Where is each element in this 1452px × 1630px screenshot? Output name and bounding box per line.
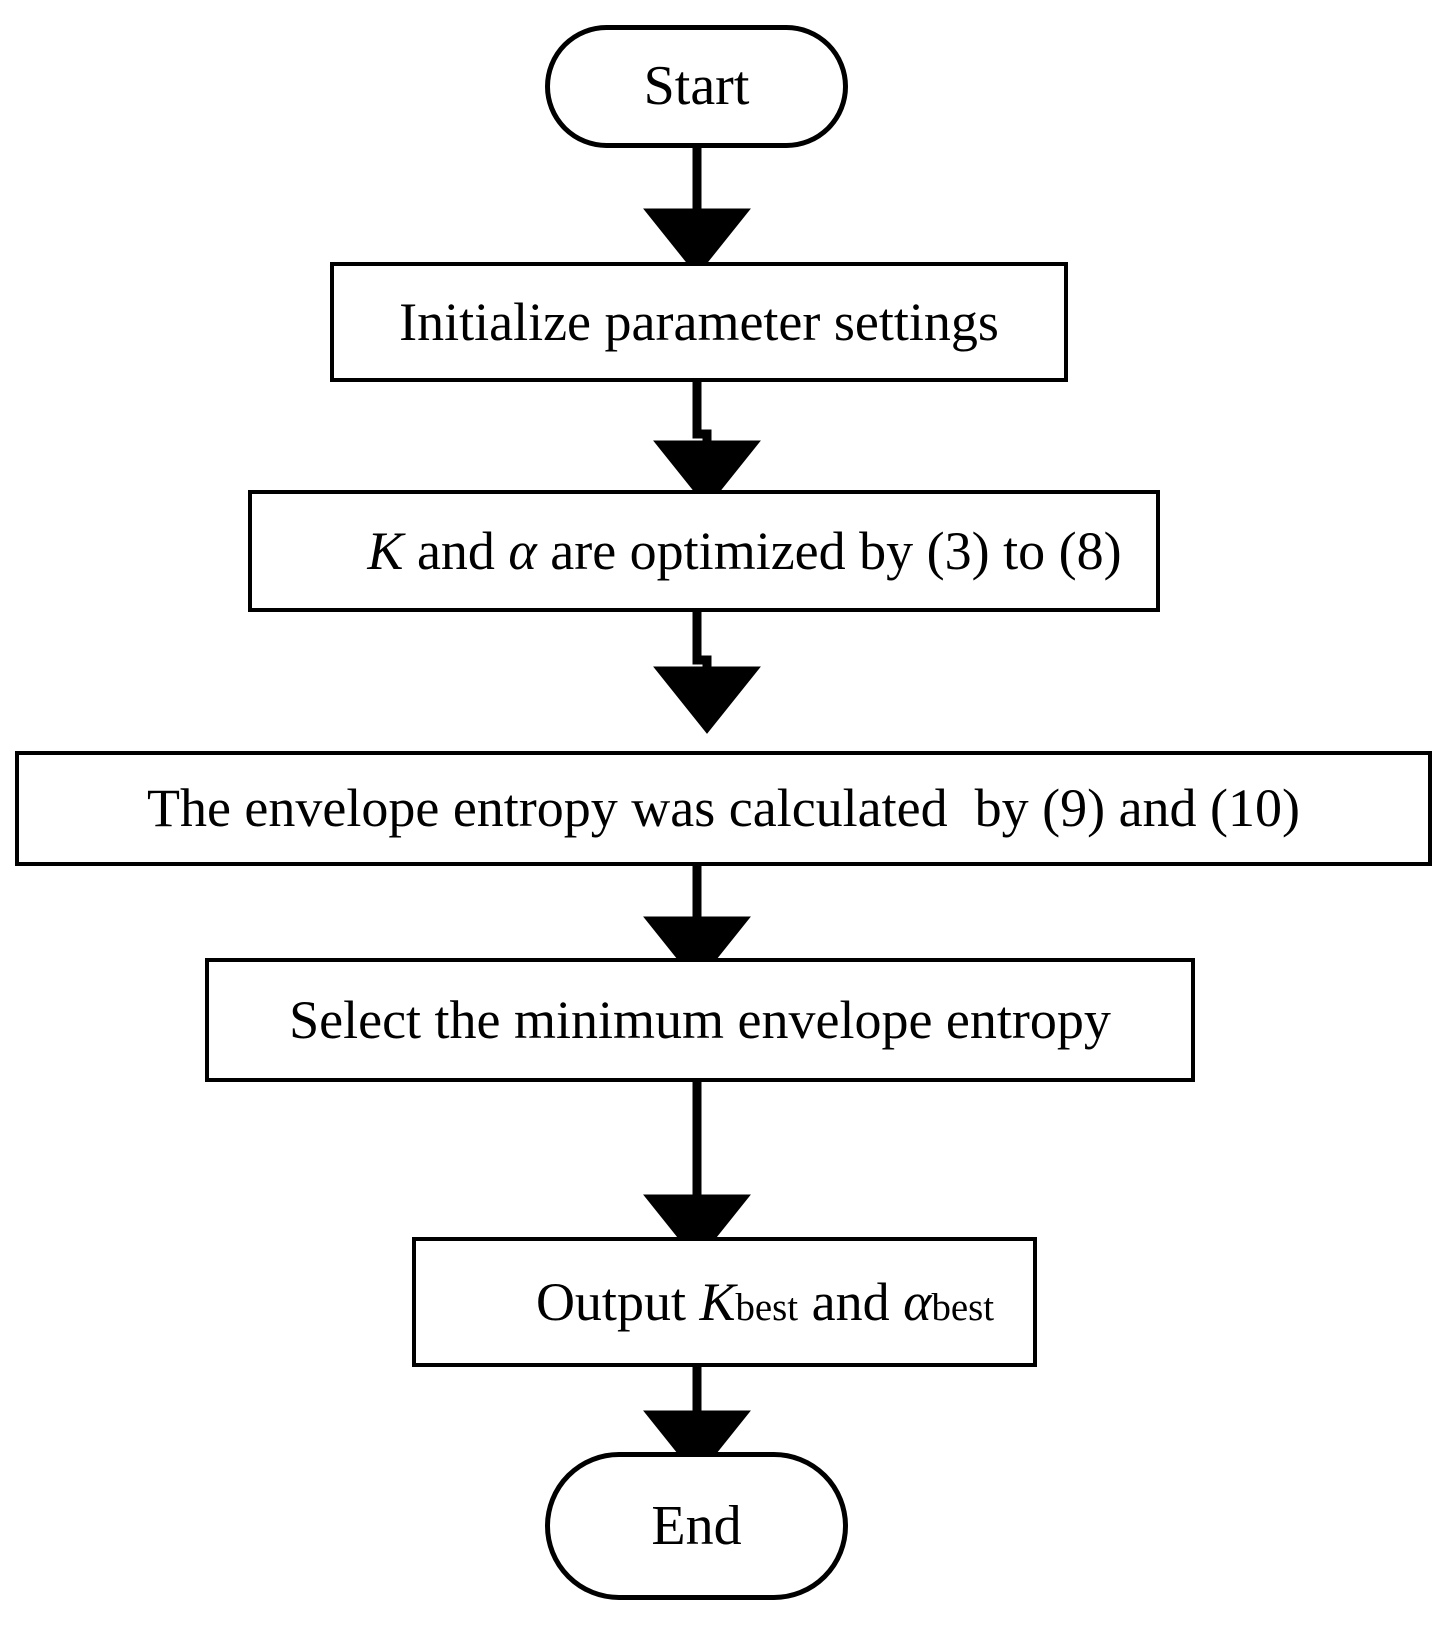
node-start[interactable]: Start: [545, 25, 848, 148]
node-select-min-label: Select the minimum envelope entropy: [289, 989, 1111, 1050]
symbol-k: K: [367, 520, 404, 581]
node-end-label: End: [651, 1494, 742, 1557]
node-end[interactable]: End: [545, 1452, 848, 1600]
node-output-best-parameters[interactable]: Output Kbest and αbest: [412, 1237, 1037, 1367]
symbol-alpha-best: α: [903, 1271, 932, 1332]
node-output-label: Output Kbest and αbest: [445, 1217, 1004, 1387]
edge-initialize-optimize: [653, 382, 761, 508]
node-optimize-k-alpha[interactable]: K and α are optimized by (3) to (8): [248, 490, 1160, 612]
subscript-best-k: best: [735, 1285, 799, 1329]
node-envelope-entropy-calculated[interactable]: The envelope entropy was calculated by (…: [15, 751, 1432, 866]
node-optimize-label: K and α are optimized by (3) to (8): [276, 466, 1131, 636]
output-text-2: and: [798, 1271, 904, 1332]
symbol-alpha: α: [508, 520, 537, 581]
node-select-minimum-envelope-entropy[interactable]: Select the minimum envelope entropy: [205, 958, 1195, 1082]
symbol-k-best: K: [699, 1271, 736, 1332]
node-entropy-label: The envelope entropy was calculated by (…: [146, 778, 1301, 839]
optimize-text-1: and: [403, 520, 509, 581]
node-initialize-label: Initialize parameter settings: [399, 291, 999, 352]
subscript-best-alpha: best: [931, 1285, 995, 1329]
node-start-label: Start: [643, 55, 750, 118]
optimize-text-2: are optimized by (3) to (8): [536, 520, 1122, 581]
output-text-1: Output: [535, 1271, 700, 1332]
node-initialize-parameter-settings[interactable]: Initialize parameter settings: [330, 262, 1068, 382]
